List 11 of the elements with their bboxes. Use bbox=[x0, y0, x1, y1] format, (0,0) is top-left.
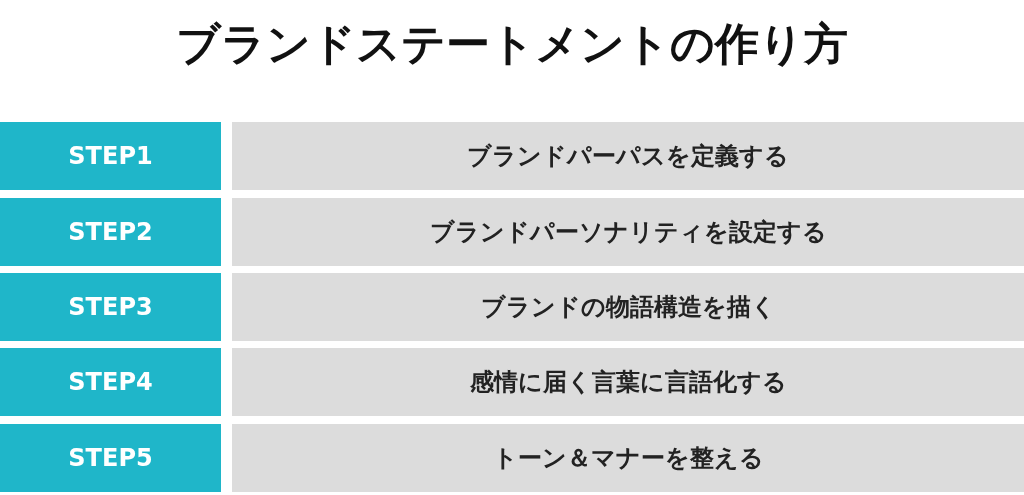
description-cell: ブランドの物語構造を描く bbox=[232, 273, 1024, 341]
step-cell: STEP5 bbox=[0, 424, 221, 492]
description-cell: ブランドパーソナリティを設定する bbox=[232, 198, 1024, 266]
title: ブランドステートメントの作り方 bbox=[175, 17, 849, 71]
step-cell: STEP3 bbox=[0, 273, 221, 341]
description-cell: 感情に届く言葉に言語化する bbox=[232, 348, 1024, 416]
description-cell: ブランドパーパスを定義する bbox=[232, 122, 1024, 190]
step-cell: STEP4 bbox=[0, 348, 221, 416]
description-cell: トーン＆マナーを整える bbox=[232, 424, 1024, 492]
step-cell: STEP2 bbox=[0, 198, 221, 266]
step-cell: STEP1 bbox=[0, 122, 221, 190]
